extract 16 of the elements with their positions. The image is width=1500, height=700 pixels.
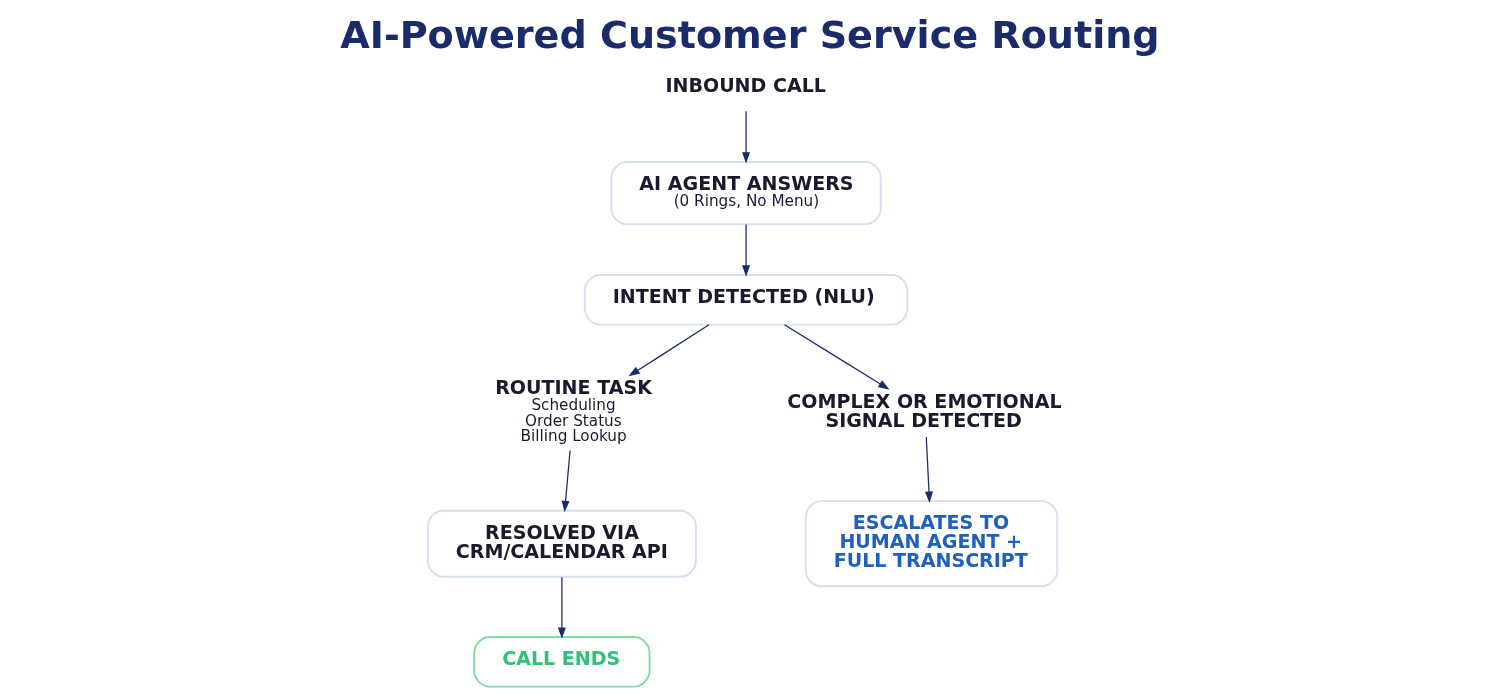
arrow (627, 324, 710, 377)
arrow (741, 110, 750, 164)
node-box: AI AGENT ANSWERS (0 Rings, No Menu) (609, 161, 882, 226)
node-box: INTENT DETECTED (NLU) (583, 274, 908, 326)
node-text: INBOUND CALL (664, 73, 826, 96)
arrow (557, 576, 566, 639)
node-box: RESOLVED VIA CRM/CALENDAR API (426, 509, 697, 578)
diagram-title: AI-Powered Customer Service Routing (339, 12, 1160, 57)
arrow (741, 223, 750, 277)
node-box: CALL ENDS (472, 636, 650, 688)
arrow (561, 449, 571, 513)
node-box: ESCALATES TO HUMAN AGENT + FULL TRANSCRIPT (804, 500, 1058, 588)
node-text: ROUTINE TASK Scheduling Order Status Billing Lookup (494, 376, 652, 445)
arrow (783, 324, 890, 390)
node-text: COMPLEX OR EMOTIONAL SIGNAL DETECTED (786, 389, 1062, 431)
arrow (924, 436, 933, 503)
